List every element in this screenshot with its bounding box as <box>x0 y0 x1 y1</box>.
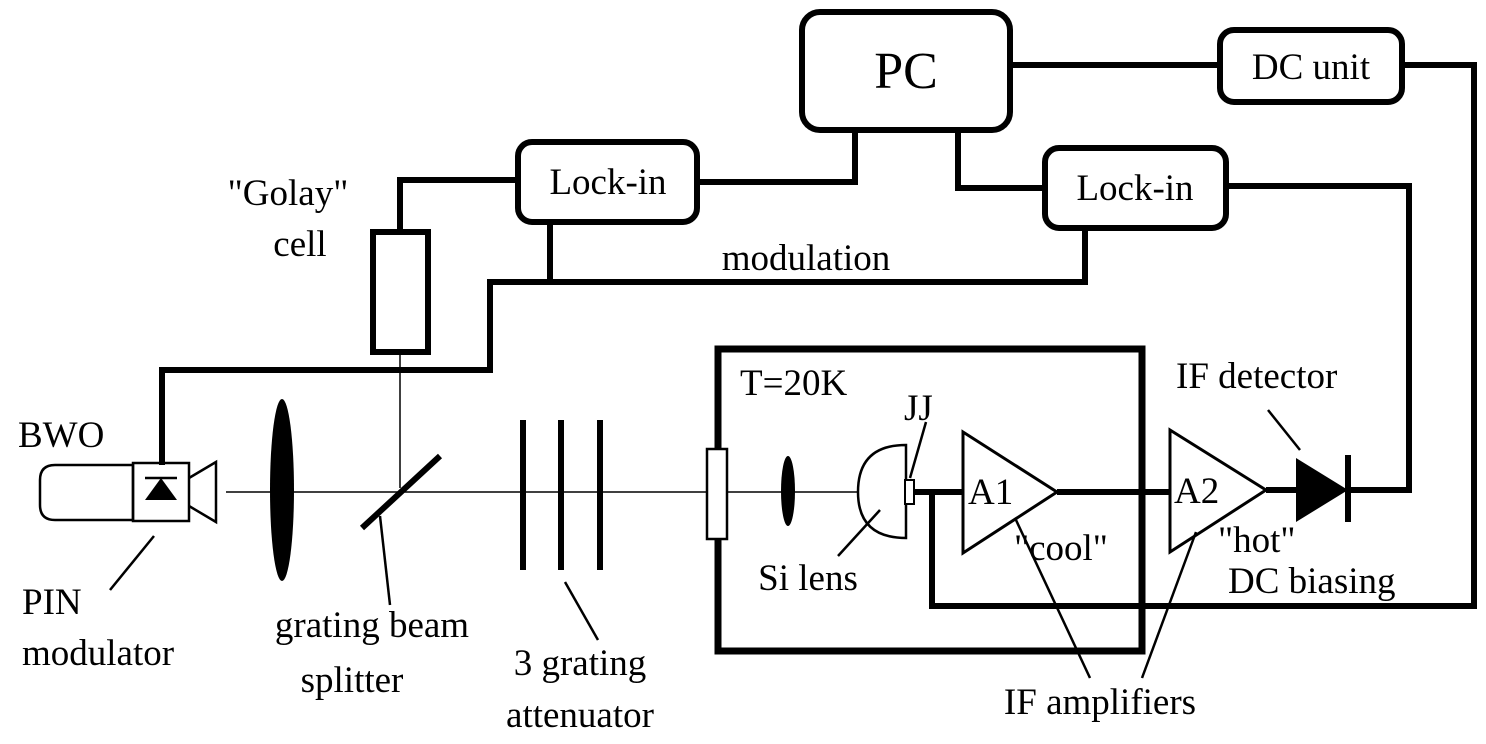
wire-pc-lockin-right <box>955 130 1045 191</box>
attenuator-label-line2: attenuator <box>506 695 654 736</box>
bwo-label: BWO <box>18 415 104 456</box>
amplifier-a1: A1 "cool" <box>961 429 1108 569</box>
detector-diode-icon <box>1296 458 1348 522</box>
jj-pointer <box>908 421 928 479</box>
if-detector: IF detector <box>1176 356 1351 522</box>
cryostat-window <box>705 447 729 541</box>
amplifier-a2: A2 "hot" <box>1168 427 1296 561</box>
wire-modulation <box>159 228 1088 465</box>
a2-triangle <box>1168 427 1269 555</box>
pin-modulator-box <box>131 461 191 523</box>
si-lens-label: Si lens <box>758 558 858 599</box>
wire-pc-lockin-left <box>697 130 858 185</box>
wiring <box>159 62 1477 609</box>
splitter-label-line2: splitter <box>301 660 404 701</box>
pc-label: PC <box>874 43 938 100</box>
grating-attenuator: 3 grating attenuator <box>506 420 654 736</box>
lockin-left-box <box>515 139 700 225</box>
if-amplifiers-label: IF amplifiers <box>1004 682 1196 723</box>
a1-triangle <box>961 429 1060 556</box>
lockin-right-box <box>1042 145 1229 231</box>
si-lens-icon <box>856 443 908 540</box>
hot-label: "hot" <box>1218 520 1296 561</box>
lockin-right-block: Lock-in <box>1042 145 1229 231</box>
dc-unit-label: DC unit <box>1252 47 1371 88</box>
wire-lockin-detector <box>1226 183 1412 493</box>
dc-unit-block: DC unit <box>1217 27 1405 105</box>
beam-splitter-element <box>359 453 443 531</box>
pin-pointer <box>109 535 155 591</box>
jj-label: JJ <box>904 388 933 429</box>
golay-label-line2: cell <box>273 224 326 265</box>
dc-biasing-label: DC biasing <box>1228 561 1396 602</box>
wire-dc-biasing <box>929 62 1477 609</box>
splitter-pointer <box>378 515 392 606</box>
attenuator-label-line1: 3 grating <box>514 643 647 684</box>
splitter-label-line1: grating beam <box>275 605 469 646</box>
grating-beam-splitter: grating beam splitter <box>275 453 469 701</box>
lockin-left-label: Lock-in <box>549 162 666 203</box>
modulation-label: modulation <box>722 238 891 279</box>
pc-block: PC <box>799 9 1013 133</box>
temperature-label: T=20K <box>740 363 847 404</box>
si-lens-pointer <box>837 509 881 557</box>
jj-element <box>904 479 915 505</box>
if-amp-pointer-a1 <box>1014 519 1092 679</box>
pin-diode-icon <box>145 478 177 500</box>
golay-cell-box <box>370 229 431 355</box>
a2-label: A2 <box>1174 471 1219 512</box>
golay-label-line1: "Golay" <box>228 173 349 214</box>
horn-antenna-icon <box>188 459 218 525</box>
dc-unit-box <box>1217 27 1405 105</box>
golay-cell: "Golay" cell <box>228 173 431 355</box>
bwo-body <box>38 463 135 522</box>
lockin-right-label: Lock-in <box>1076 168 1193 209</box>
wire-lockin-golay <box>397 177 518 232</box>
pc-box <box>799 9 1013 133</box>
if-amplifiers-annotation: IF amplifiers <box>1004 519 1198 723</box>
bwo-source: BWO PIN modulator <box>18 415 218 674</box>
lockin-left-block: Lock-in <box>515 139 700 225</box>
focusing-lens <box>270 399 294 581</box>
detector-pointer <box>1267 409 1301 451</box>
if-detector-label: IF detector <box>1176 356 1337 397</box>
pin-label-line1: PIN <box>22 582 82 623</box>
if-amp-pointer-a2 <box>1140 531 1198 679</box>
cold-lens <box>781 456 795 526</box>
a1-label: A1 <box>968 472 1013 513</box>
attenuator-pointer <box>563 581 600 641</box>
cryostat: T=20K JJ Si lens <box>705 345 1146 655</box>
pin-label-line2: modulator <box>22 633 174 674</box>
